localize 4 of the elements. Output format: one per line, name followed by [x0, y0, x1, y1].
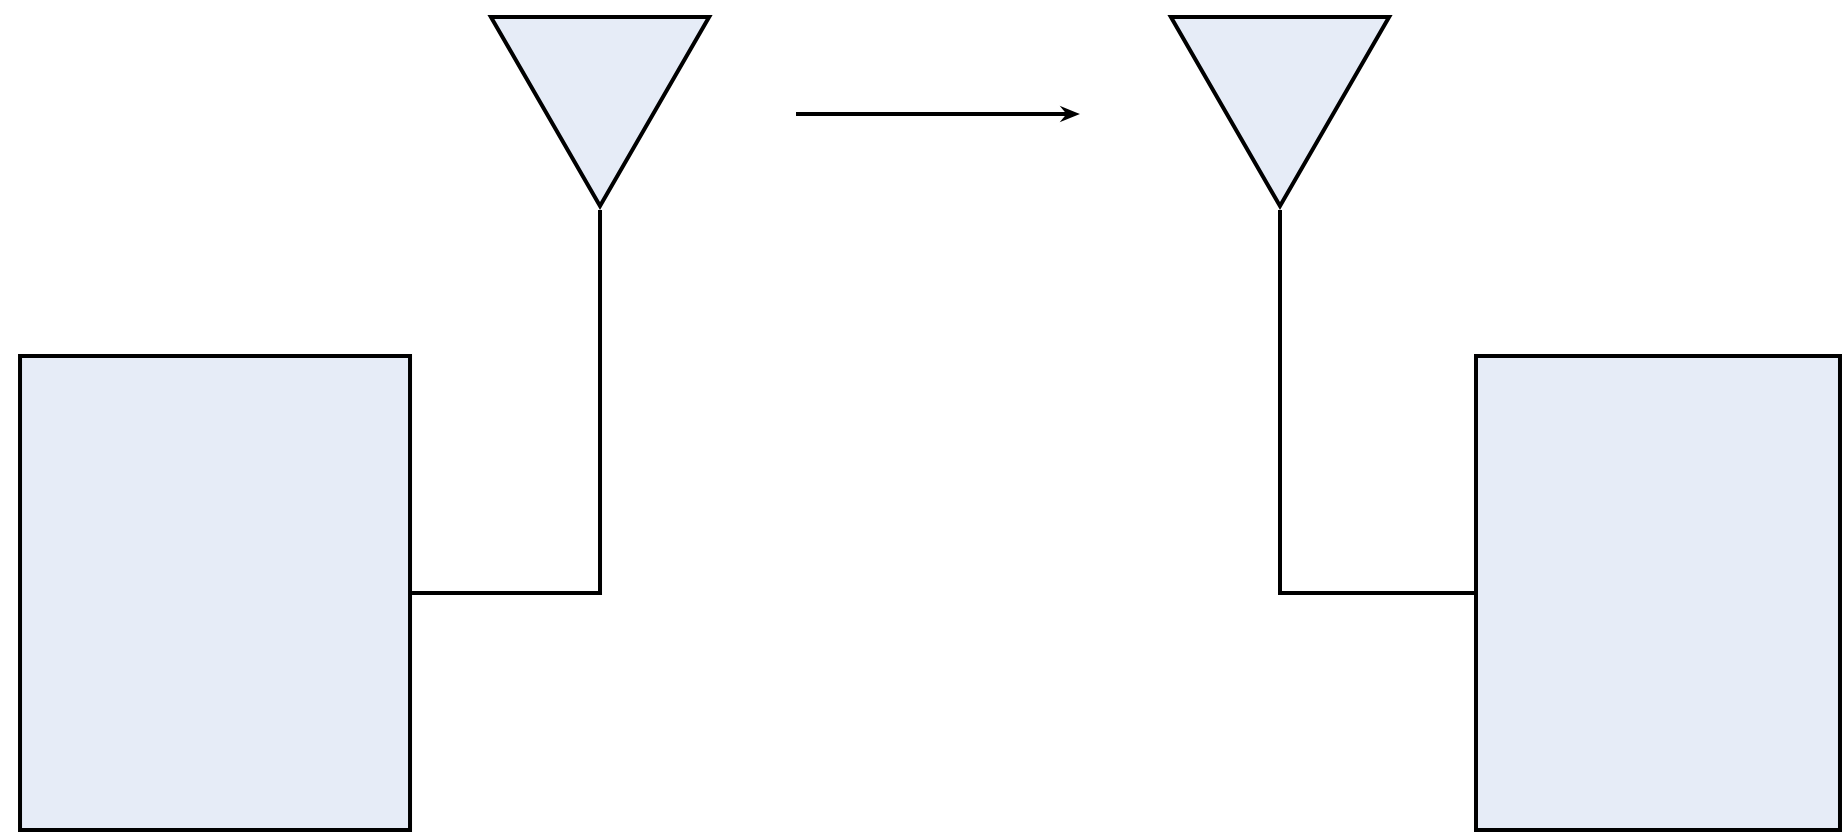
device-box [18, 354, 412, 832]
device-box [1474, 354, 1842, 832]
connector-line [412, 210, 602, 595]
connector-line [1278, 210, 1474, 595]
